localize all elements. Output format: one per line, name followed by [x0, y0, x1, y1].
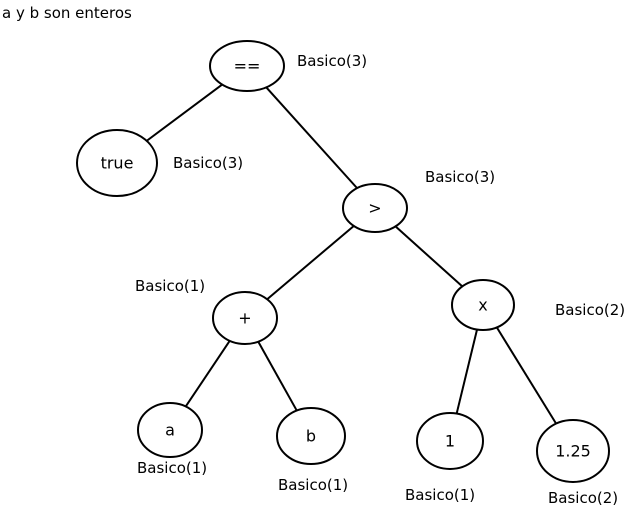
edge-plus-to-a [184, 340, 231, 408]
node-true-type-label: Basico(3) [173, 154, 243, 172]
node-times-ellipse [451, 279, 515, 331]
node-plus-type-label: Basico(1) [135, 277, 205, 295]
node-a-type-label: Basico(1) [137, 459, 207, 477]
node-one-label: 1 [445, 432, 455, 451]
node-true: true [76, 129, 158, 197]
node-times-label: x [478, 296, 487, 315]
node-num-ellipse [536, 419, 610, 483]
node-a: a [137, 402, 203, 458]
node-gt-ellipse [342, 183, 408, 233]
node-eq-label: == [234, 57, 261, 76]
node-b: b [276, 407, 346, 465]
node-one-ellipse [416, 412, 484, 470]
node-gt-label: > [368, 199, 381, 218]
node-times: x [451, 279, 515, 331]
node-num: 1.25 [536, 419, 610, 483]
diagram-note: a y b son enteros [2, 4, 132, 22]
node-eq-ellipse [209, 40, 285, 92]
node-gt-type-label: Basico(3) [425, 168, 495, 186]
tree-nodes: == true > + x a b 1 1.25 [76, 40, 610, 483]
node-plus: + [212, 291, 278, 345]
node-gt: > [342, 183, 408, 233]
edge-times-to-one [455, 329, 479, 414]
edge-eq-to-gt [265, 86, 358, 189]
node-b-type-label: Basico(1) [278, 476, 348, 494]
node-b-ellipse [276, 407, 346, 465]
type-annotations: Basico(3) Basico(3) Basico(3) Basico(1) Basi… [135, 52, 625, 507]
node-b-label: b [306, 427, 316, 446]
edge-eq-to-true [146, 83, 223, 142]
node-true-label: true [101, 154, 134, 173]
node-one: 1 [416, 412, 484, 470]
edge-times-to-num [495, 326, 557, 425]
node-plus-label: + [238, 309, 251, 328]
node-eq-type-label: Basico(3) [297, 52, 367, 70]
edge-gt-to-times [394, 225, 463, 288]
node-a-ellipse [137, 402, 203, 458]
node-one-type-label: Basico(1) [405, 486, 475, 504]
edge-plus-to-b [257, 341, 298, 412]
node-num-label: 1.25 [555, 442, 591, 461]
node-plus-ellipse [212, 291, 278, 345]
node-times-type-label: Basico(2) [555, 301, 625, 319]
node-a-label: a [165, 421, 175, 440]
node-eq: == [209, 40, 285, 92]
node-num-type-label: Basico(2) [548, 489, 618, 507]
node-true-ellipse [76, 129, 158, 197]
tree-edges [146, 83, 557, 425]
edge-gt-to-plus [266, 225, 355, 301]
